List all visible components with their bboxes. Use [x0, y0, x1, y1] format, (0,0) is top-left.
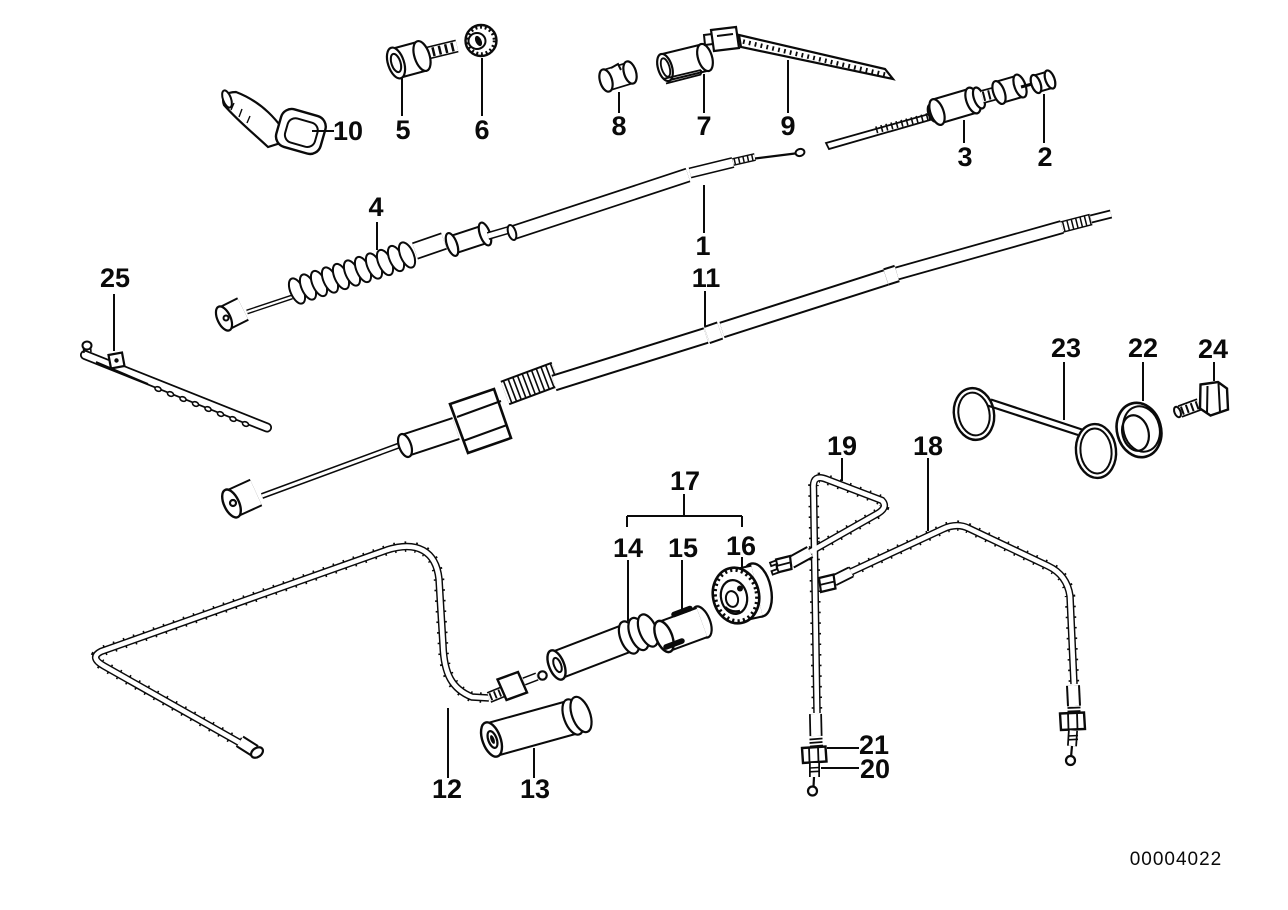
- callout-24: 24: [1198, 334, 1228, 364]
- diagram-id: 00004022: [1130, 849, 1223, 870]
- part-clamp-strap: [80, 340, 272, 433]
- part-hex-bolt: [1173, 380, 1230, 419]
- part-screw: [385, 39, 459, 80]
- part-clutch-cable: [214, 147, 806, 332]
- part-spring: [287, 241, 417, 305]
- part-cable-strap: [702, 25, 896, 81]
- callout-13: 13: [520, 774, 550, 804]
- callout-3: 3: [957, 142, 972, 172]
- callout-8: 8: [611, 111, 626, 141]
- leader-lines: [113, 58, 1215, 778]
- callout-10: 10: [333, 116, 363, 146]
- part-slotted-bushing: [653, 605, 713, 654]
- callout-18: 18: [913, 431, 943, 461]
- callout-labels: 1 2 3 4 5 6 7 8 9 10 11 12 13 14 15 16 1…: [100, 111, 1228, 804]
- part-knurled-nut: [464, 23, 498, 58]
- part-wire-loop-bracket: [952, 386, 1118, 480]
- callout-16: 16: [726, 531, 756, 561]
- callout-6: 6: [474, 115, 489, 145]
- part-knurled-wheel: [711, 562, 774, 625]
- part-protective-sleeve: [479, 695, 593, 758]
- callout-2: 2: [1037, 142, 1052, 172]
- callout-11: 11: [692, 263, 721, 293]
- callout-1: 1: [695, 231, 710, 261]
- callout-20: 20: [860, 754, 890, 784]
- callout-5: 5: [395, 115, 410, 145]
- callout-15: 15: [668, 533, 698, 563]
- part-grommet: [1115, 401, 1163, 459]
- callout-21: 21: [859, 730, 889, 760]
- callout-7: 7: [696, 111, 711, 141]
- part-rubber-boot: [221, 89, 327, 156]
- callout-17: 17: [670, 466, 700, 496]
- part-adjusting-barrel: [546, 613, 660, 681]
- callout-4: 4: [368, 192, 383, 222]
- callout-25: 25: [100, 263, 130, 293]
- callout-23: 23: [1051, 333, 1081, 363]
- part-nipple-sleeve: [598, 60, 638, 93]
- leader-17-bracket: [626, 494, 743, 527]
- part-speedometer-cable: [221, 209, 1113, 519]
- part-throttle-cable-1: [768, 472, 890, 797]
- callout-14: 14: [613, 533, 643, 563]
- callout-9: 9: [780, 111, 795, 141]
- part-bowden-cable-lower: [90, 541, 548, 759]
- part-slotted-sleeve: [656, 42, 714, 85]
- part-adjuster-assembly: [824, 69, 1057, 151]
- callout-22: 22: [1128, 333, 1158, 363]
- part-throttle-cable-2: [817, 520, 1087, 767]
- callout-19: 19: [827, 431, 857, 461]
- callout-12: 12: [432, 774, 462, 804]
